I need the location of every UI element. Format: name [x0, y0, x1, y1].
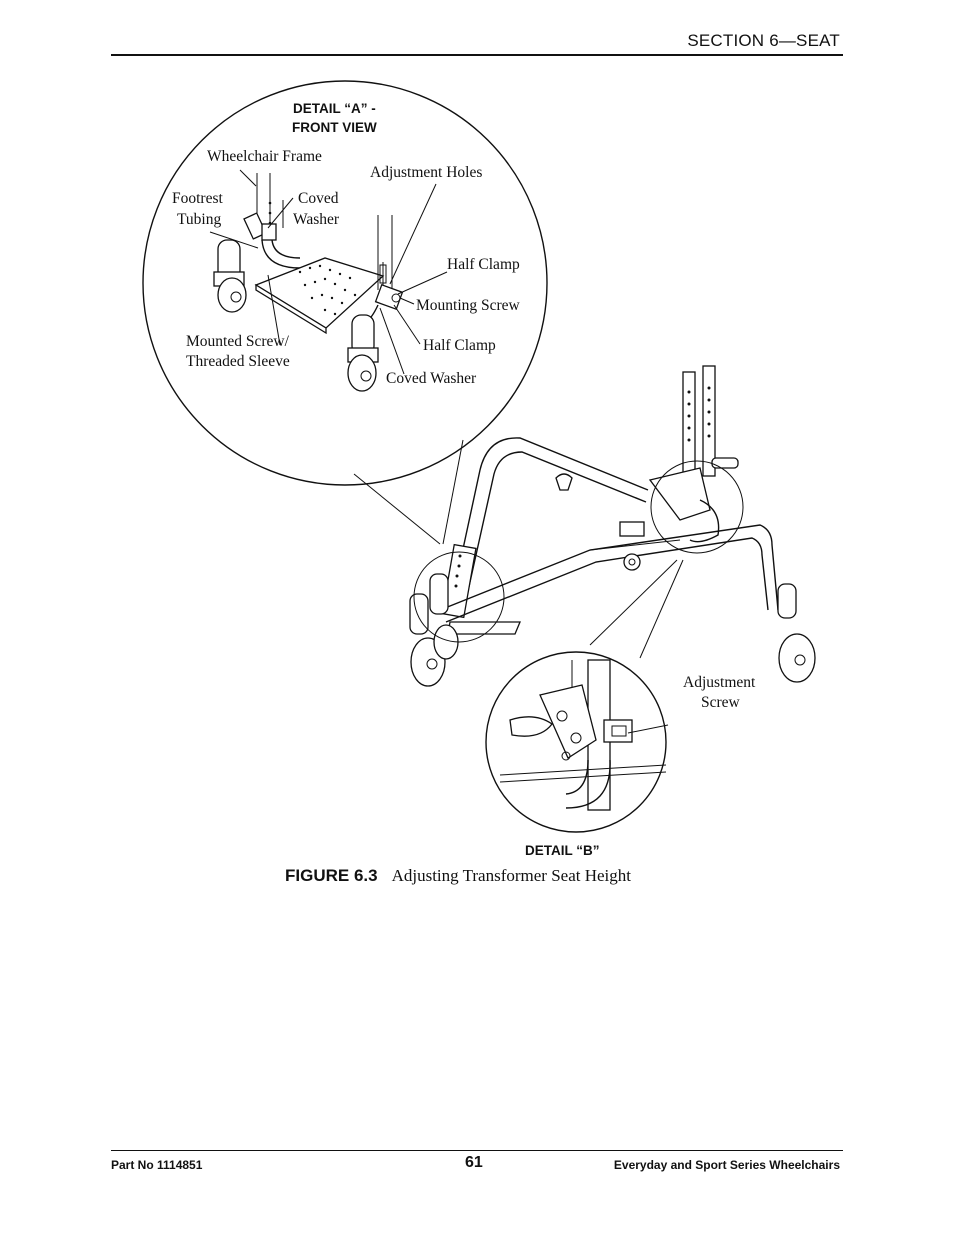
label-mounted-screw-line2: Threaded Sleeve [186, 353, 290, 370]
footer-product-name: Everyday and Sport Series Wheelchairs [613, 1158, 840, 1172]
detail-b-view [485, 651, 669, 833]
detail-a-title-line2: FRONT VIEW [292, 120, 377, 135]
label-half-clamp-top: Half Clamp [447, 256, 520, 273]
page-number: 61 [465, 1154, 483, 1171]
label-footrest-tubing-line1: Footrest [172, 190, 224, 207]
detail-a-marker-circle [413, 551, 505, 643]
detail-b-title: DETAIL “B” [525, 843, 600, 858]
detail-a-title-line1: DETAIL “A” - [293, 101, 376, 116]
header-rule [111, 54, 843, 56]
figure-caption: FIGURE 6.3 Adjusting Transformer Seat Hei… [285, 866, 631, 886]
detail-a-view [142, 80, 548, 486]
wheelchair-frame-drawing [409, 365, 816, 687]
footer-part-number: Part No 1114851 [111, 1158, 203, 1172]
figure-number: FIGURE 6.3 [285, 866, 378, 885]
label-footrest-tubing-line2: Tubing [177, 211, 221, 228]
label-wheelchair-frame: Wheelchair Frame [207, 148, 322, 165]
label-half-clamp-bottom: Half Clamp [423, 337, 496, 354]
label-adjustment-screw-line1: Adjustment [683, 674, 756, 691]
label-coved-washer-bottom: Coved Washer [386, 370, 477, 387]
section-title: SECTION 6—SEAT [687, 31, 840, 50]
footer-rule [111, 1150, 843, 1151]
label-adjustment-screw-line2: Screw [701, 694, 741, 711]
label-mounting-screw: Mounting Screw [416, 297, 521, 314]
label-mounted-screw-line1: Mounted Screw/ [186, 333, 290, 350]
figure-caption-text: Adjusting Transformer Seat Height [391, 866, 631, 885]
detail-a-connector [353, 473, 441, 545]
label-adjustment-holes: Adjustment Holes [370, 164, 482, 181]
detail-b-marker-circle [650, 460, 744, 554]
label-coved-washer-top-line2: Washer [293, 211, 340, 228]
label-coved-washer-top-line1: Coved [298, 190, 339, 207]
